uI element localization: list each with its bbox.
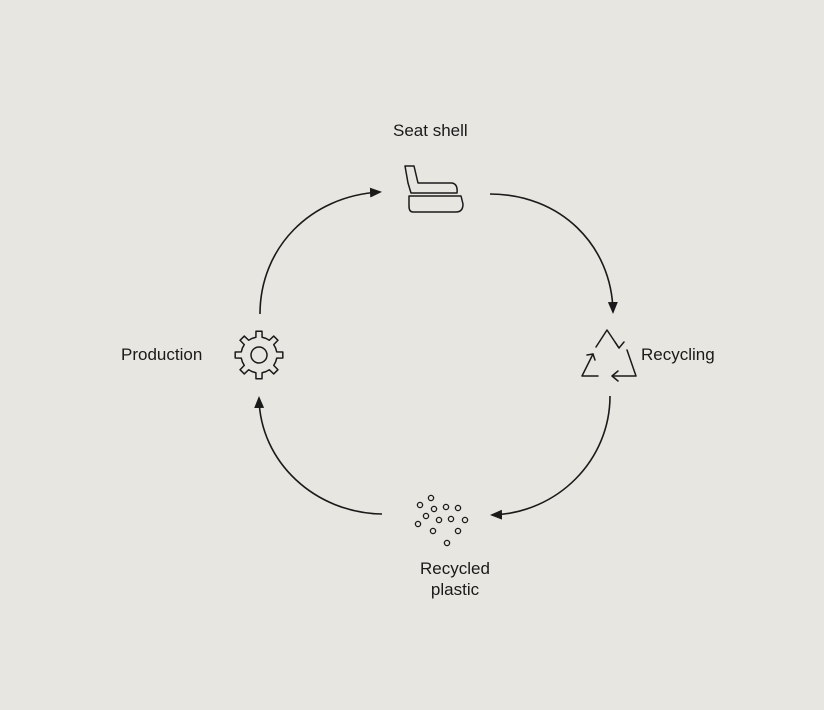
recycling-label: Recycling — [641, 345, 715, 364]
gear-icon — [234, 330, 284, 380]
arrow-recycling-to-plastic — [490, 395, 611, 520]
arrow-production-to-seat — [259, 187, 382, 315]
recycled-plastic-label-line1: Recycled — [420, 559, 490, 578]
plastic-pellets-icon — [414, 494, 469, 547]
arrow-seat-to-recycling — [489, 193, 618, 314]
recycled-plastic-label-line2: plastic — [430, 580, 480, 599]
arrow-plastic-to-production — [254, 396, 383, 515]
seat-shell-icon — [404, 165, 464, 213]
recycled-plastic-label: Recycled plastic — [385, 558, 525, 600]
seat-shell-label: Seat shell — [393, 121, 468, 140]
production-label: Production — [121, 345, 203, 364]
recycle-icon — [581, 329, 637, 382]
